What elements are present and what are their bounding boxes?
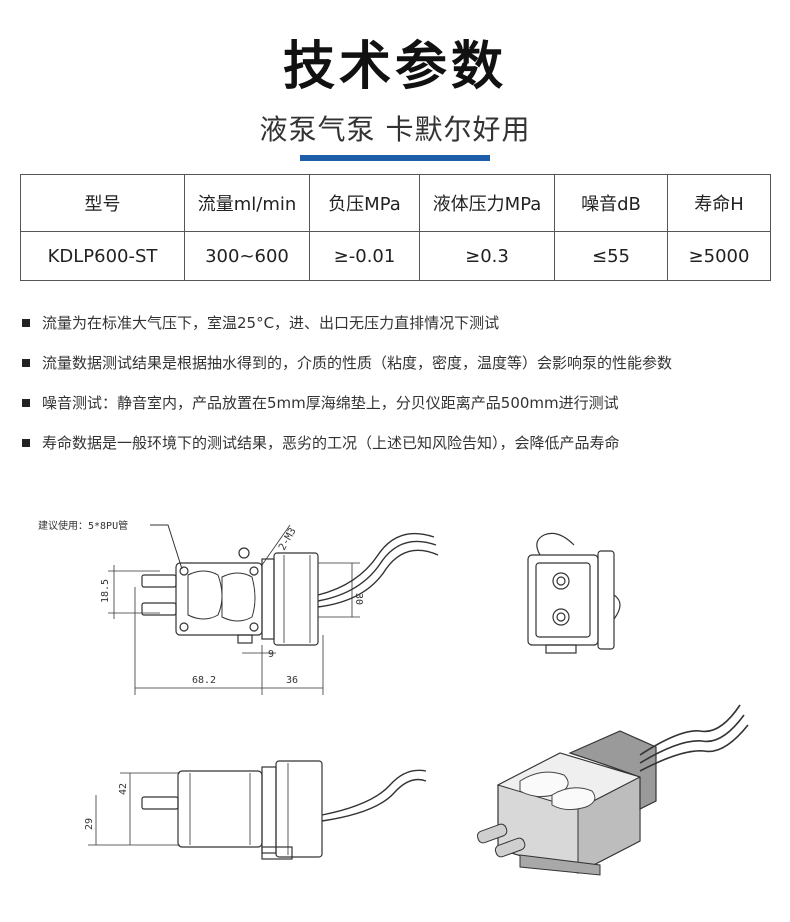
list-item: 寿命数据是一般环境下的测试结果，恶劣的工况（上述已知风险告知），会降低产品寿命 <box>18 432 778 472</box>
dim-label: 30 <box>353 593 364 605</box>
spec-table: 型号 流量ml/min 负压MPa 液体压力MPa 噪音dB 寿命H KDLP6… <box>20 174 771 281</box>
front-view-drawing <box>108 524 439 695</box>
bullet-square-icon <box>22 359 30 367</box>
dim-label: 68.2 <box>192 675 216 686</box>
dim-label: 9 <box>268 649 274 660</box>
bullet-square-icon <box>22 439 30 447</box>
list-item: 流量数据测试结果是根据抽水得到的，介质的性质（粘度，密度，温度等）会影响泵的性能… <box>18 352 778 392</box>
table-header-cell: 噪音dB <box>554 174 668 232</box>
dim-label: 42 <box>118 783 129 795</box>
note-text: 寿命数据是一般环境下的测试结果，恶劣的工况（上述已知风险告知），会降低产品寿命 <box>42 434 620 452</box>
note-text: 流量数据测试结果是根据抽水得到的，介质的性质（粘度，密度，温度等）会影响泵的性能… <box>42 354 673 372</box>
dim-label: 36 <box>286 675 298 686</box>
table-row: KDLP600-ST 300~600 ≥-0.01 ≥0.3 ≤55 ≥5000 <box>20 231 771 281</box>
table-header-row: 型号 流量ml/min 负压MPa 液体压力MPa 噪音dB 寿命H <box>20 174 771 232</box>
note-text: 噪音测试：静音室内，产品放置在5mm厚海绵垫上，分贝仪距离产品500mm进行测试 <box>42 394 619 412</box>
notes-list: 流量为在标准大气压下，室温25°C，进、出口无压力直排情况下测试 流量数据测试结… <box>18 312 778 472</box>
table-cell: 300~600 <box>184 231 310 281</box>
table-header-cell: 液体压力MPa <box>419 174 555 232</box>
table-cell: ≤55 <box>554 231 668 281</box>
list-item: 噪音测试：静音室内，产品放置在5mm厚海绵垫上，分贝仪距离产品500mm进行测试 <box>18 392 778 432</box>
table-header-cell: 寿命H <box>667 174 771 232</box>
pump-drawing-svg: 建议使用：5*8PU管 2-M3 30 18.5 9 68.2 36 42 29 <box>38 519 749 876</box>
side-view-drawing <box>527 532 621 654</box>
dim-label: 29 <box>84 818 95 830</box>
dim-label: 18.5 <box>100 579 111 603</box>
table-header-cell: 负压MPa <box>309 174 420 232</box>
page-title: 技术参数 <box>282 37 507 97</box>
table-header-cell: 流量ml/min <box>184 174 310 232</box>
pump-isometric-render <box>476 704 749 876</box>
list-item: 流量为在标准大气压下，室温25°C，进、出口无压力直排情况下测试 <box>18 312 778 352</box>
note-text: 流量为在标准大气压下，室温25°C，进、出口无压力直排情况下测试 <box>42 314 500 332</box>
page-subtitle: 液泵气泵 卡默尔好用 <box>259 113 531 146</box>
technical-drawings: 建议使用：5*8PU管 2-M3 30 18.5 9 68.2 36 42 29 <box>0 495 790 915</box>
accent-bar <box>300 155 490 161</box>
bullet-square-icon <box>22 399 30 407</box>
table-cell: ≥0.3 <box>419 231 555 281</box>
callout-label: 建议使用：5*8PU管 <box>38 519 128 532</box>
table-header-cell: 型号 <box>20 174 185 232</box>
table-cell: ≥-0.01 <box>309 231 420 281</box>
bullet-square-icon <box>22 319 30 327</box>
table-cell: ≥5000 <box>667 231 771 281</box>
table-cell: KDLP600-ST <box>20 231 185 281</box>
bottom-view-drawing <box>88 760 427 860</box>
